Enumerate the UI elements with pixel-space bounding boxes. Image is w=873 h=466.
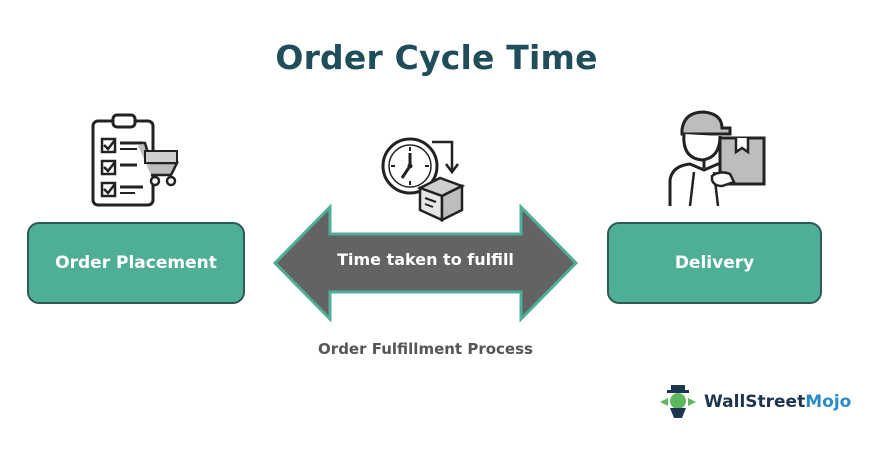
order-placement-label: Order Placement bbox=[55, 253, 217, 273]
logo-brand: WallStreet bbox=[704, 392, 806, 412]
delivery-label: Delivery bbox=[674, 253, 755, 273]
logo-accent: Mojo bbox=[805, 392, 852, 412]
process-label: Order Fulfillment Process bbox=[318, 340, 533, 358]
mojo-mascot-icon bbox=[660, 385, 696, 418]
wallstreetmojo-logo: WallStreetMojo bbox=[658, 384, 851, 420]
clock-package-icon bbox=[381, 137, 466, 222]
arrow-label: Time taken to fulfill bbox=[337, 250, 514, 269]
diagram-title: Order Cycle Time bbox=[275, 38, 598, 77]
order-placement-box: Order Placement bbox=[27, 222, 245, 304]
logo-text: WallStreetMojo bbox=[704, 392, 851, 412]
delivery-box: Delivery bbox=[607, 222, 822, 304]
double-arrow bbox=[272, 204, 579, 322]
delivery-person-icon bbox=[668, 110, 766, 207]
clipboard-cart-icon bbox=[91, 113, 180, 207]
